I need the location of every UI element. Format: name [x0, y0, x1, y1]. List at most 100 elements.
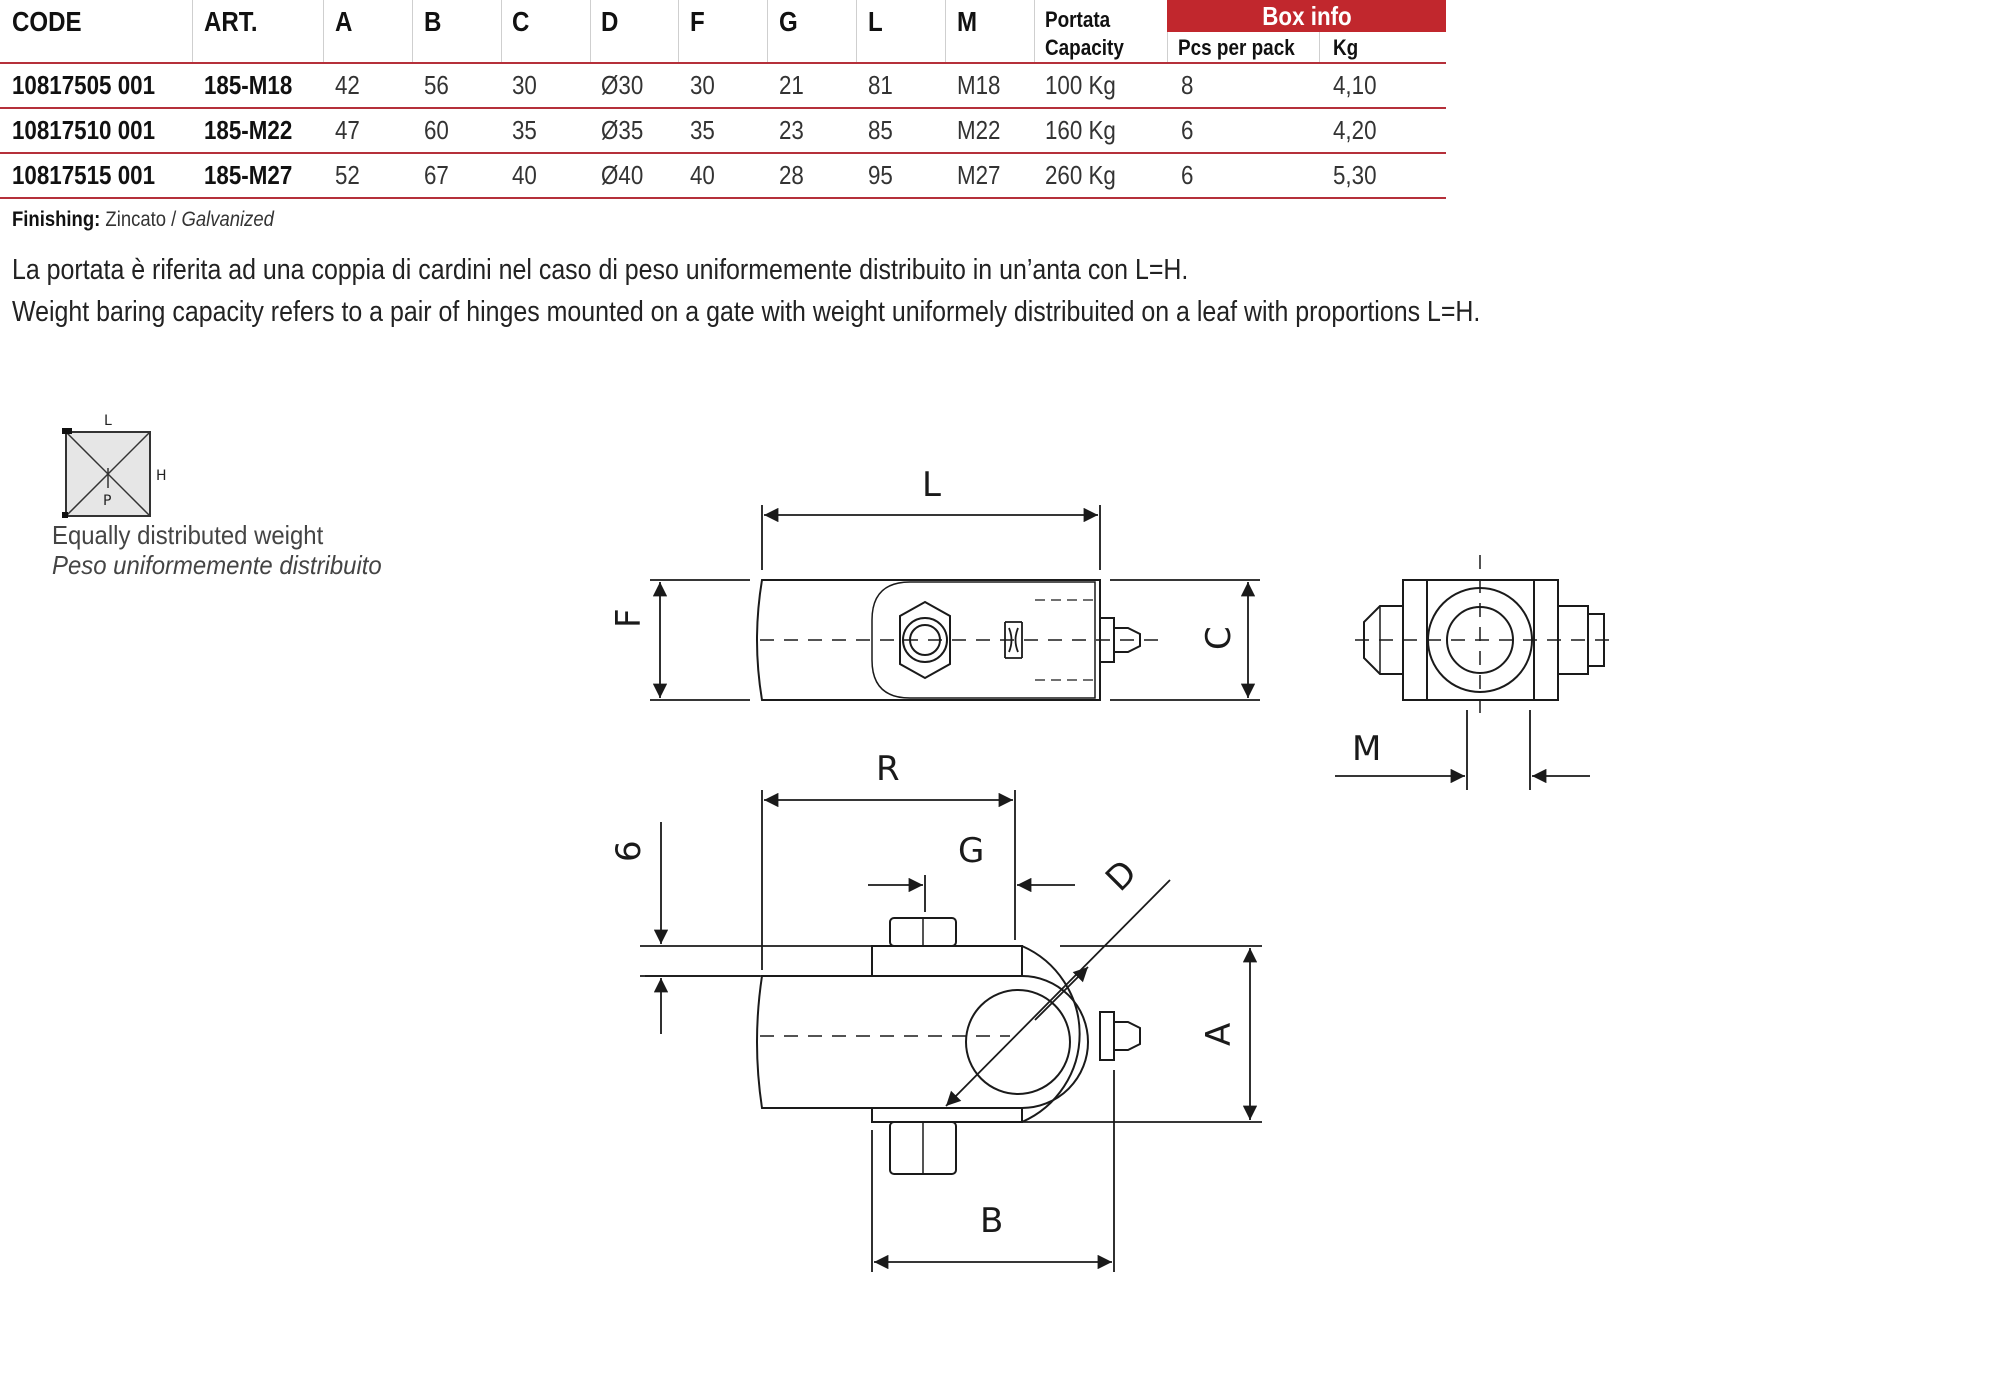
- front-grease-nipple: [1099, 1011, 1115, 1061]
- cell-code: 10817515 001: [12, 159, 156, 190]
- header-a: A: [335, 6, 353, 37]
- col-sep: [412, 0, 413, 62]
- cell-d: Ø35: [601, 114, 644, 145]
- col-sep: [590, 0, 591, 62]
- cell-pcs: 6: [1181, 114, 1194, 145]
- cell-l: 95: [868, 159, 893, 190]
- cell-capacity: 100 Kg: [1045, 69, 1116, 100]
- front-plate-lower: [871, 1107, 1023, 1123]
- cell-f: 30: [690, 69, 715, 100]
- cell-m: M18: [957, 69, 1001, 100]
- grease-nipple-tip: [1114, 627, 1141, 653]
- col-sep: [856, 0, 857, 62]
- cell-d: Ø40: [601, 159, 644, 190]
- top-view: [756, 579, 1160, 701]
- legend-label-l: L: [104, 413, 112, 429]
- col-sep: [767, 0, 768, 62]
- front-grease-nipple-tip: [1114, 1021, 1141, 1051]
- header-b: B: [424, 6, 442, 37]
- header-capacity-en: Capacity: [1045, 35, 1124, 60]
- cell-g: 28: [779, 159, 804, 190]
- header-kg: Kg: [1333, 34, 1359, 60]
- cell-f: 35: [690, 114, 715, 145]
- cell-c: 35: [512, 114, 537, 145]
- cell-g: 23: [779, 114, 804, 145]
- cell-c: 40: [512, 159, 537, 190]
- finishing-it: Zincato: [105, 208, 167, 231]
- table-header-row: CODE ART. A B C D F G L M Portata Capaci…: [0, 0, 1446, 62]
- cell-m: M27: [957, 159, 1001, 190]
- cell-kg: 4,10: [1333, 69, 1377, 100]
- spring-pin-icon: [1004, 621, 1023, 659]
- legend-text-it: Peso uniformemente distribuito: [52, 550, 382, 580]
- front-view: [640, 917, 1141, 1175]
- header-d: D: [601, 6, 619, 37]
- hinge-plate: [871, 581, 1096, 699]
- col-sep: [1319, 32, 1320, 62]
- side-nut-right-cap: [1588, 613, 1605, 667]
- finishing-note: Finishing: Zincato / Galvanized: [12, 208, 274, 232]
- header-rule: [0, 62, 1446, 64]
- nut-bore: [902, 617, 948, 663]
- hinge-mark-top: [62, 428, 72, 434]
- cell-code: 10817505 001: [12, 69, 156, 100]
- hinge-mark-bottom: [62, 512, 68, 518]
- legend-label-p: P: [103, 493, 111, 509]
- cell-b: 60: [424, 114, 449, 145]
- dimension-lines: [645, 505, 1590, 1272]
- side-view: [1355, 555, 1610, 720]
- load-legend-diagram: L H P: [62, 413, 167, 518]
- cell-d: Ø30: [601, 69, 644, 100]
- row-rule: [0, 197, 1446, 199]
- header-c: C: [512, 6, 530, 37]
- cell-a: 42: [335, 69, 360, 100]
- dim-label-6: 6: [609, 840, 649, 862]
- header-art: ART.: [204, 6, 258, 37]
- cell-capacity: 160 Kg: [1045, 114, 1116, 145]
- cell-capacity: 260 Kg: [1045, 159, 1116, 190]
- dim-label-b: B: [980, 1201, 1003, 1241]
- dim-label-a: A: [1199, 1023, 1239, 1046]
- cell-g: 21: [779, 69, 804, 100]
- header-m: M: [957, 6, 978, 37]
- dim-label-l: L: [922, 465, 941, 505]
- legend-text-en: Equally distributed weight: [52, 520, 324, 550]
- nut-bore-inner: [909, 624, 941, 656]
- cell-l: 85: [868, 114, 893, 145]
- front-knuckle: [1021, 945, 1081, 1123]
- cell-a: 52: [335, 159, 360, 190]
- capacity-note-it: La portata è riferita ad una coppia di c…: [12, 254, 1189, 286]
- col-sep: [501, 0, 502, 62]
- col-sep: [678, 0, 679, 62]
- box-info-header: Box info: [1167, 0, 1446, 32]
- dim-label-f: F: [609, 608, 649, 628]
- front-plate-extension: [640, 945, 872, 977]
- hex-nut-icon: [899, 600, 951, 680]
- cell-l: 81: [868, 69, 893, 100]
- cell-art: 185-M18: [204, 69, 293, 100]
- header-f: F: [690, 6, 705, 37]
- col-sep: [1034, 0, 1035, 62]
- dimension-labels: L F C M R 6 G D A B: [609, 465, 1381, 1241]
- cell-b: 67: [424, 159, 449, 190]
- row-rule: [0, 152, 1446, 154]
- cell-code: 10817510 001: [12, 114, 156, 145]
- dim-d-arrow: [1034, 966, 1089, 1021]
- cell-a: 47: [335, 114, 360, 145]
- header-l: L: [868, 6, 883, 37]
- cell-m: M22: [957, 114, 1001, 145]
- header-g: G: [779, 6, 798, 37]
- dim-label-c: C: [1199, 626, 1239, 650]
- table-row: 10817510 001 185-M22 47 60 35 Ø35 35 23 …: [0, 109, 1446, 151]
- finishing-label: Finishing:: [12, 208, 101, 231]
- front-pin: [965, 989, 1071, 1095]
- grease-nipple-icon: [1099, 617, 1115, 663]
- dim-d-line: [945, 879, 1171, 1107]
- header-capacity: Portata Capacity: [1045, 0, 1124, 62]
- cell-art: 185-M22: [204, 114, 293, 145]
- header-pcs-per-pack: Pcs per pack: [1178, 34, 1295, 60]
- front-body-outline: [756, 975, 1089, 1109]
- cell-f: 40: [690, 159, 715, 190]
- dim-label-d: D: [1098, 853, 1145, 900]
